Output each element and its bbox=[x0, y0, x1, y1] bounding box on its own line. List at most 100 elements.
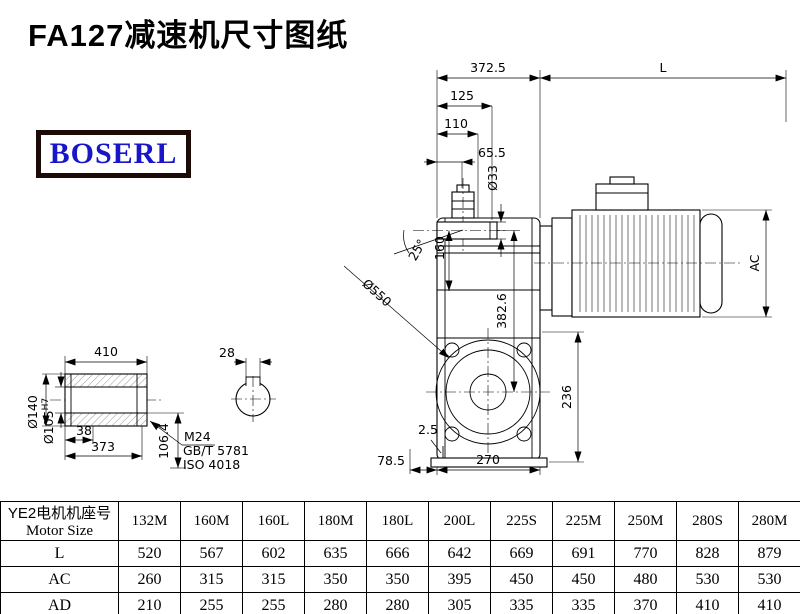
dim-110: 110 bbox=[437, 116, 479, 218]
corner-bolt-hole bbox=[516, 426, 532, 442]
table-cell: 567 bbox=[180, 540, 243, 567]
shaft-detail-view bbox=[50, 373, 164, 427]
table-cell: 691 bbox=[552, 540, 615, 567]
dim-dia33: Ø33 bbox=[485, 165, 506, 257]
dim-dia105H7: Ø105H7 bbox=[41, 372, 65, 444]
dim-label-dia33: Ø33 bbox=[485, 165, 500, 191]
col-header-225M: 225M bbox=[552, 501, 615, 541]
col-header-132M: 132M bbox=[118, 501, 181, 541]
dim-78-5: 78.5 bbox=[377, 449, 438, 475]
col-header-160M: 160M bbox=[180, 501, 243, 541]
table-cell: 210 bbox=[118, 592, 181, 614]
dim-28: 28 bbox=[219, 345, 272, 377]
col-header-225S: 225S bbox=[490, 501, 553, 541]
col-header-280S: 280S bbox=[676, 501, 739, 541]
shaft-end-view: 28 bbox=[219, 345, 276, 422]
dim-38: 38 bbox=[65, 423, 94, 444]
dim-AC: AC bbox=[702, 209, 772, 318]
table-cell: 450 bbox=[552, 566, 615, 593]
motor-rear-cap bbox=[699, 213, 723, 314]
dim-2-5: 2.5 bbox=[418, 422, 442, 454]
dim-label-dia105H7: Ø105H7 bbox=[41, 398, 56, 444]
dim-label-410: 410 bbox=[94, 344, 118, 359]
dia105-value: Ø105 bbox=[41, 410, 56, 444]
dim-label-236: 236 bbox=[559, 385, 574, 409]
row-label-L: L bbox=[0, 540, 119, 567]
dim-label-L: L bbox=[660, 60, 667, 75]
table-cell: 370 bbox=[614, 592, 677, 614]
motor-size-label-en: Motor Size bbox=[25, 523, 94, 539]
motor-flange-inner bbox=[539, 225, 553, 311]
bolt-callout-m24: M24 bbox=[184, 429, 211, 444]
motor-size-header: YE2电机机座号 Motor Size bbox=[0, 501, 119, 541]
dim-label-373: 373 bbox=[91, 439, 115, 454]
motor-terminal-box bbox=[595, 183, 649, 211]
table-row-AD: AD 210 255 255 280 280 305 335 335 370 4… bbox=[0, 592, 800, 614]
dim-372-5: 372.5 bbox=[436, 60, 541, 218]
table-cell: 530 bbox=[738, 566, 800, 593]
table-cell: 879 bbox=[738, 540, 800, 567]
bolt-callout-gb: GB/T 5781 bbox=[183, 443, 249, 458]
dim-label-2-5: 2.5 bbox=[418, 422, 438, 437]
dim-label-160: 160 bbox=[432, 236, 447, 260]
table-cell: 770 bbox=[614, 540, 677, 567]
table-cell: 335 bbox=[490, 592, 553, 614]
dim-106-4: 106.4 bbox=[147, 412, 186, 469]
table-header-row: YE2电机机座号 Motor Size 132M 160M 160L 180M … bbox=[0, 501, 800, 541]
dim-label-25deg: 25° bbox=[405, 236, 429, 263]
dim-label-78-5: 78.5 bbox=[377, 453, 405, 468]
dim-label-110: 110 bbox=[444, 116, 468, 131]
terminal-box-cap bbox=[609, 176, 635, 185]
bolt-callout: M24 GB/T 5781 ISO 4018 bbox=[149, 420, 249, 472]
table-cell: 395 bbox=[428, 566, 491, 593]
dim-382-6: 382.6 bbox=[494, 230, 520, 392]
dim-410: 410 bbox=[64, 344, 148, 374]
table-cell: 666 bbox=[366, 540, 429, 567]
dim-label-125: 125 bbox=[450, 88, 474, 103]
dim-125: 125 bbox=[437, 88, 493, 220]
dim-dia140: Ø140 bbox=[25, 373, 65, 429]
table-cell: 410 bbox=[676, 592, 739, 614]
table-cell: 315 bbox=[180, 566, 243, 593]
col-header-200L: 200L bbox=[428, 501, 491, 541]
dim-label-dia550: Ø550 bbox=[359, 276, 394, 310]
table-cell: 255 bbox=[180, 592, 243, 614]
table-row-L: L 520 567 602 635 666 642 669 691 770 82… bbox=[0, 540, 800, 567]
dim-dia550: Ø550 bbox=[343, 265, 450, 359]
row-label-AC: AC bbox=[0, 566, 119, 593]
motor-side-view bbox=[534, 176, 740, 318]
table-cell: 828 bbox=[676, 540, 739, 567]
dim-label-28: 28 bbox=[219, 345, 235, 360]
dim-label-270: 270 bbox=[476, 452, 500, 467]
col-header-250M: 250M bbox=[614, 501, 677, 541]
col-header-180M: 180M bbox=[304, 501, 367, 541]
motor-size-label-cn: YE2电机机座号 bbox=[7, 505, 112, 522]
table-row-AC: AC 260 315 315 350 350 395 450 450 480 5… bbox=[0, 566, 800, 593]
dim-label-AC: AC bbox=[747, 254, 762, 271]
table-cell: 642 bbox=[428, 540, 491, 567]
dim-label-dia140: Ø140 bbox=[25, 395, 40, 429]
table-cell: 480 bbox=[614, 566, 677, 593]
corner-bolt-hole bbox=[444, 426, 460, 442]
table-cell: 335 bbox=[552, 592, 615, 614]
drawing-title: FA127减速机尺寸图纸 bbox=[28, 18, 349, 53]
boserl-logo: BOSERL bbox=[36, 130, 191, 178]
dim-label-372-5: 372.5 bbox=[470, 60, 506, 75]
table-cell: 315 bbox=[242, 566, 305, 593]
dim-160: 160 bbox=[432, 230, 453, 291]
table-cell: 410 bbox=[738, 592, 800, 614]
dim-65-5: 65.5 bbox=[424, 145, 506, 188]
table-cell: 350 bbox=[366, 566, 429, 593]
motor-flange-outer bbox=[551, 217, 573, 317]
gearbox-housing bbox=[436, 217, 541, 461]
table-cell: 602 bbox=[242, 540, 305, 567]
table-cell: 350 bbox=[304, 566, 367, 593]
table-cell: 280 bbox=[366, 592, 429, 614]
technical-drawing: 372.5 L 125 110 65.5 Ø bbox=[25, 60, 787, 475]
col-header-280M: 280M bbox=[738, 501, 800, 541]
dim-373: 373 bbox=[64, 426, 143, 460]
shaft-hatch-bottom bbox=[65, 413, 147, 426]
motor-cooling-fins bbox=[579, 215, 695, 312]
dim-label-106-4: 106.4 bbox=[156, 423, 171, 459]
table-cell: 260 bbox=[118, 566, 181, 593]
